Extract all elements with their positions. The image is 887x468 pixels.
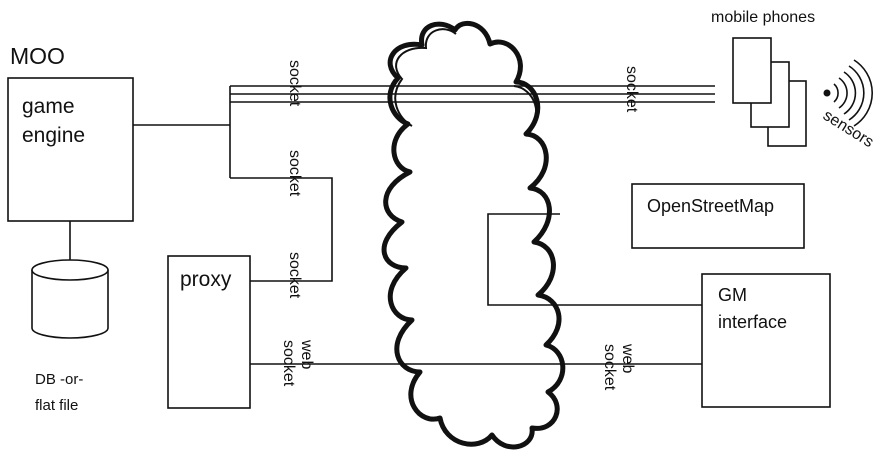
mobile-phones-label: mobile phones bbox=[711, 9, 815, 26]
sensors-label: sensors bbox=[820, 107, 877, 151]
game-engine-label-line1: game bbox=[22, 95, 75, 118]
openstreetmap-label: OpenStreetMap bbox=[647, 196, 774, 216]
web-label-right: web bbox=[619, 343, 636, 373]
socket-label-web-right: socket bbox=[601, 344, 618, 391]
socket-label-web-left: socket bbox=[280, 340, 297, 387]
database-label-line2: flat file bbox=[35, 397, 78, 414]
gm-interface-label-line1: GM bbox=[718, 285, 747, 305]
web-label-left: web bbox=[298, 339, 315, 369]
database-cylinder bbox=[32, 260, 108, 338]
proxy-label: proxy bbox=[180, 268, 232, 291]
game-engine-label-line2: engine bbox=[22, 124, 85, 147]
moo-label: MOO bbox=[10, 43, 65, 69]
database-label-line1: DB -or- bbox=[35, 371, 83, 388]
internet-cloud bbox=[384, 23, 563, 447]
socket-label-engine-proxy-1: socket bbox=[286, 150, 303, 197]
socket-label-top-right: socket bbox=[623, 66, 640, 113]
gm-interface-label-line2: interface bbox=[718, 312, 787, 332]
mobile-phones-icon bbox=[733, 38, 806, 146]
openstreetmap-box bbox=[632, 184, 804, 248]
socket-label-engine-proxy-2: socket bbox=[286, 252, 303, 299]
socket-label-top-left: socket bbox=[286, 60, 303, 107]
